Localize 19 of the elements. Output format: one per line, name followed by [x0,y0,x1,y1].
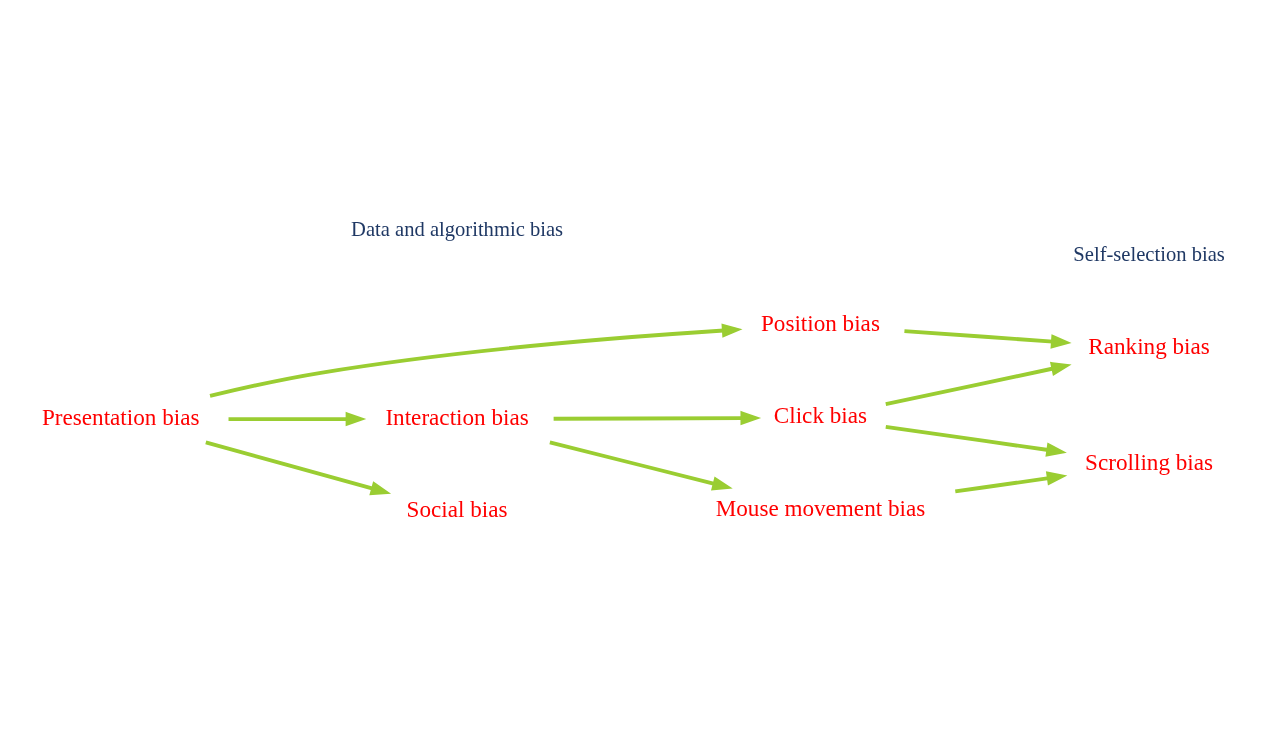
arrow [549,439,733,490]
node-text: Social bias [406,495,508,522]
node-text: Presentation bias [41,403,200,430]
node-text: Click bias [773,401,868,428]
arrow [885,424,1067,457]
arrow [904,328,1072,349]
arrow [205,440,392,495]
node-text: Position bias [760,309,880,336]
arrow [228,411,367,426]
arrow [209,322,743,398]
label: Data and algorithmic bias [351,217,564,240]
arrow [955,470,1068,493]
node-text: Interaction bias [385,403,529,430]
node-text: Ranking bias [1088,332,1210,359]
label: Self-selection bias [1073,242,1225,265]
node-text: Scrolling bias [1085,448,1214,475]
arrow [553,410,762,425]
node-text: Mouse movement bias [715,494,926,521]
arrow [885,361,1072,406]
